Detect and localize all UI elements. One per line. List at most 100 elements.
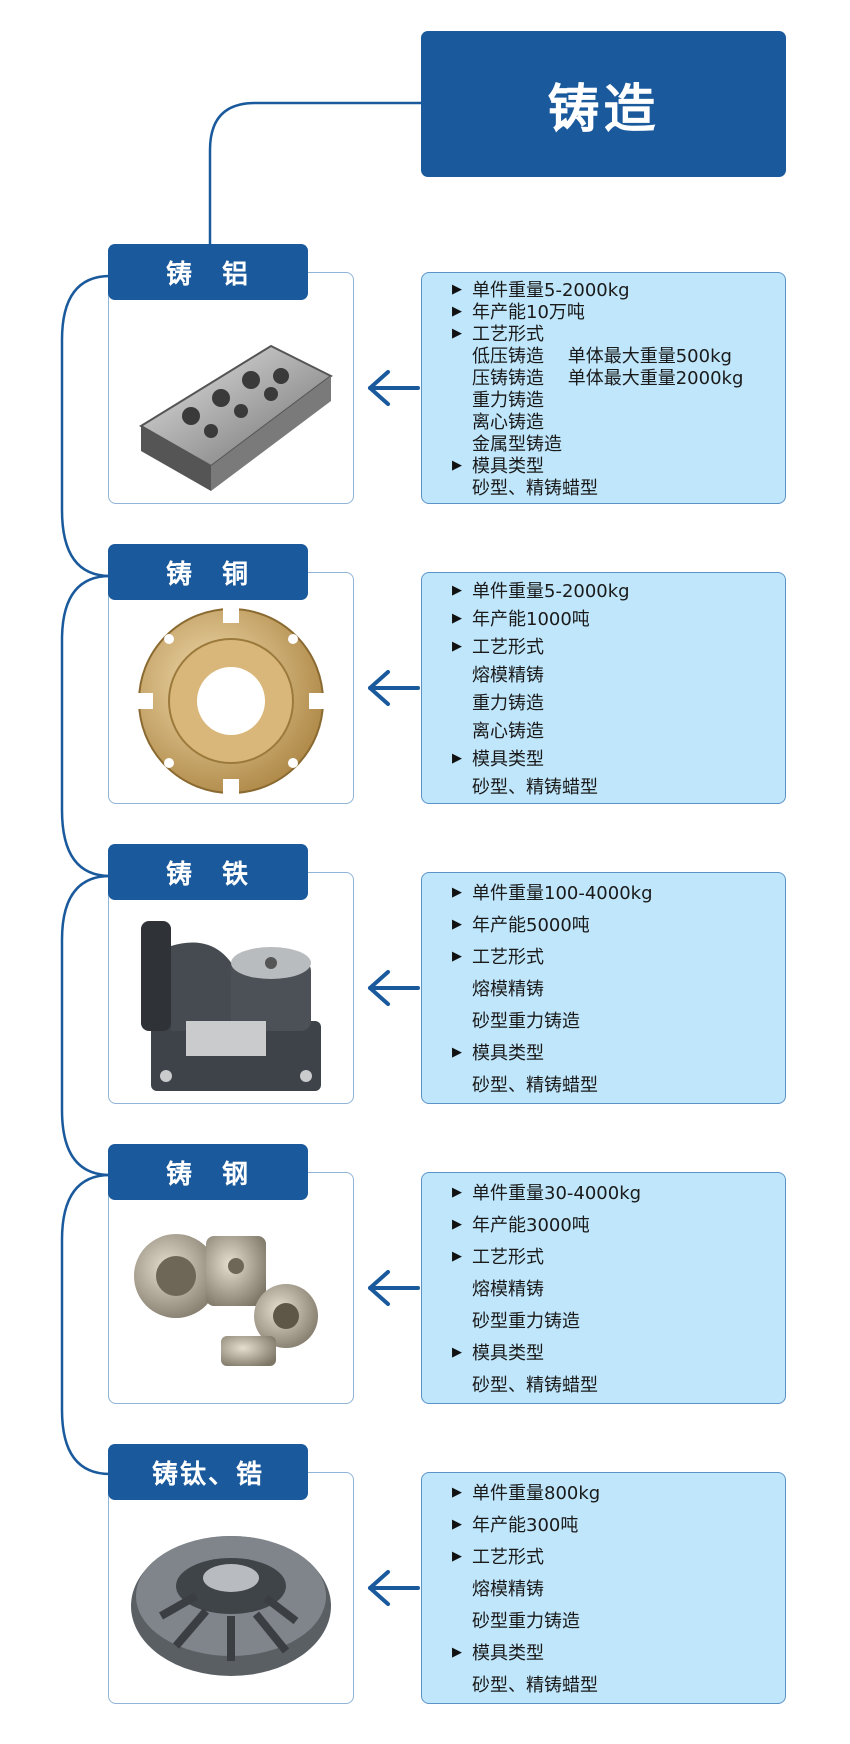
triangle-bullet-icon: ▶ xyxy=(452,610,462,626)
arrow-left-icon xyxy=(362,668,422,708)
spec-detail-line: 低压铸造 单体最大重量500kg xyxy=(452,344,785,367)
spec-detail-line: 砂型、精铸蜡型 xyxy=(452,1368,785,1400)
spec-info-box: ▶单件重量30-4000kg▶年产能3000吨▶工艺形式熔模精铸砂型重力铸造▶模… xyxy=(421,1172,786,1404)
spec-text: 离心铸造 xyxy=(472,412,544,433)
material-label: 铸 铜 xyxy=(165,559,250,590)
spec-text: 模具类型 xyxy=(472,1343,544,1364)
spec-info-box: ▶单件重量800kg ▶ 年产能300吨 ▶ 工艺形式熔模精铸砂型重力铸造 ▶ 模具类型砂型… xyxy=(421,1472,786,1704)
spec-detail-line: 熔模精铸 xyxy=(452,972,785,1004)
spec-detail-line: 熔模精铸 xyxy=(452,1572,785,1604)
triangle-bullet-icon: ▶ xyxy=(452,750,462,766)
spec-detail-line: 离心铸造 xyxy=(452,716,785,744)
triangle-bullet-icon: ▶ xyxy=(452,1644,462,1660)
arrow-left-icon xyxy=(362,368,422,408)
triangle-bullet-icon: ▶ xyxy=(452,1516,462,1532)
spec-text: 砂型重力铸造 xyxy=(472,1611,580,1632)
spec-info-box: ▶ 单件重量5-2000kg ▶ 年产能1000吨▶工艺形式熔模精铸重力铸造离心铸造 ▶… xyxy=(421,572,786,804)
spec-text: 砂型、精铸蜡型 xyxy=(472,1675,598,1696)
spec-text: 年产能300吨 xyxy=(472,1515,579,1536)
spec-heading-line: ▶单件重量800kg xyxy=(452,1476,785,1508)
spec-text: 熔模精铸 xyxy=(472,1279,544,1300)
iron-pipe-fitting-photo xyxy=(108,872,354,1104)
spec-heading-line: ▶ 单件重量5-2000kg xyxy=(452,576,785,604)
arrow-left-icon xyxy=(362,1568,422,1608)
spec-text: 模具类型 xyxy=(472,1043,544,1064)
spec-detail-line: 砂型、精铸蜡型 xyxy=(452,772,785,800)
spec-heading-line: ▶ 模具类型 xyxy=(452,1036,785,1068)
spec-text: 低压铸造 单体最大重量500kg xyxy=(472,346,732,367)
spec-text: 重力铸造 xyxy=(472,390,544,411)
material-label: 铸 铝 xyxy=(165,259,250,290)
spec-heading-line: ▶单件重量30-4000kg xyxy=(452,1176,785,1208)
spec-text: 压铸铸造 单体最大重量2000kg xyxy=(472,368,744,389)
spec-detail-line: 砂型、精铸蜡型 xyxy=(452,476,785,499)
spec-text: 年产能3000吨 xyxy=(472,1215,590,1236)
copper-flange-ring-photo xyxy=(108,572,354,804)
spec-detail-line: 砂型重力铸造 xyxy=(452,1004,785,1036)
spec-heading-line: ▶ 年产能300吨 xyxy=(452,1508,785,1540)
arrow-left-icon xyxy=(362,968,422,1008)
spec-heading-line: ▶单件重量100-4000kg xyxy=(452,876,785,908)
spec-heading-line: ▶工艺形式 xyxy=(452,632,785,660)
steel-valve-parts-photo xyxy=(108,1172,354,1404)
spec-heading-line: ▶工艺形式 xyxy=(452,1240,785,1272)
triangle-bullet-icon: ▶ xyxy=(452,582,462,598)
triangle-bullet-icon: ▶ xyxy=(452,638,462,654)
arrow-left-icon xyxy=(362,1268,422,1308)
spec-text: 砂型重力铸造 xyxy=(472,1011,580,1032)
spec-text: 年产能5000吨 xyxy=(472,915,590,936)
spec-text: 金属型铸造 xyxy=(472,434,562,455)
spec-text: 离心铸造 xyxy=(472,721,544,742)
spec-text: 砂型、精铸蜡型 xyxy=(472,1375,598,1396)
material-label: 铸 钢 xyxy=(165,1159,250,1190)
triangle-bullet-icon: ▶ xyxy=(452,1248,462,1264)
spec-text: 熔模精铸 xyxy=(472,665,544,686)
material-label-tab: 铸 铝 xyxy=(108,244,308,300)
spec-detail-line: 砂型、精铸蜡型 xyxy=(452,1668,785,1700)
triangle-bullet-icon: ▶ xyxy=(452,325,462,341)
material-label-tab: 铸 铜 xyxy=(108,544,308,600)
spec-text: 熔模精铸 xyxy=(472,979,544,1000)
spec-text: 模具类型 xyxy=(472,1643,544,1664)
triangle-bullet-icon: ▶ xyxy=(452,1216,462,1232)
triangle-bullet-icon: ▶ xyxy=(452,1548,462,1564)
spec-text: 单件重量800kg xyxy=(472,1483,601,1504)
material-label-tab: 铸 铁 xyxy=(108,844,308,900)
spec-detail-line: 压铸铸造 单体最大重量2000kg xyxy=(452,366,785,389)
spec-text: 砂型、精铸蜡型 xyxy=(472,777,598,798)
triangle-bullet-icon: ▶ xyxy=(452,281,462,297)
titanium-impeller-photo xyxy=(108,1472,354,1704)
spec-text: 工艺形式 xyxy=(472,947,544,968)
spec-text: 单件重量5-2000kg xyxy=(472,581,630,602)
spec-heading-line: ▶工艺形式 xyxy=(452,940,785,972)
spec-text: 模具类型 xyxy=(472,749,544,770)
spec-text: 重力铸造 xyxy=(472,693,544,714)
spec-text: 年产能10万吨 xyxy=(472,302,585,323)
spec-heading-line: ▶ 模具类型 xyxy=(452,1636,785,1668)
spec-text: 工艺形式 xyxy=(472,1547,544,1568)
spec-detail-line: 重力铸造 xyxy=(452,688,785,716)
spec-detail-line: 砂型、精铸蜡型 xyxy=(452,1068,785,1100)
triangle-bullet-icon: ▶ xyxy=(452,884,462,900)
triangle-bullet-icon: ▶ xyxy=(452,303,462,319)
spec-text: 年产能1000吨 xyxy=(472,609,590,630)
spec-detail-line: 熔模精铸 xyxy=(452,660,785,688)
spec-heading-line: ▶ 年产能1000吨 xyxy=(452,604,785,632)
spec-heading-line: ▶工艺形式 xyxy=(452,322,785,345)
material-label-tab: 铸 钢 xyxy=(108,1144,308,1200)
spec-text: 砂型、精铸蜡型 xyxy=(472,478,598,499)
spec-detail-line: 砂型重力铸造 xyxy=(452,1304,785,1336)
triangle-bullet-icon: ▶ xyxy=(452,1044,462,1060)
spec-detail-line: 离心铸造 xyxy=(452,410,785,433)
triangle-bullet-icon: ▶ xyxy=(452,1184,462,1200)
spec-heading-line: ▶ 年产能10万吨 xyxy=(452,300,785,323)
main-title-box: 铸造 xyxy=(421,31,786,177)
spec-detail-line: 熔模精铸 xyxy=(452,1272,785,1304)
spec-heading-line: ▶ 工艺形式 xyxy=(452,1540,785,1572)
spec-heading-line: ▶模具类型 xyxy=(452,454,785,477)
spec-text: 模具类型 xyxy=(472,456,544,477)
triangle-bullet-icon: ▶ xyxy=(452,916,462,932)
spec-detail-line: 砂型重力铸造 xyxy=(452,1604,785,1636)
spec-text: 熔模精铸 xyxy=(472,1579,544,1600)
spec-text: 砂型、精铸蜡型 xyxy=(472,1075,598,1096)
